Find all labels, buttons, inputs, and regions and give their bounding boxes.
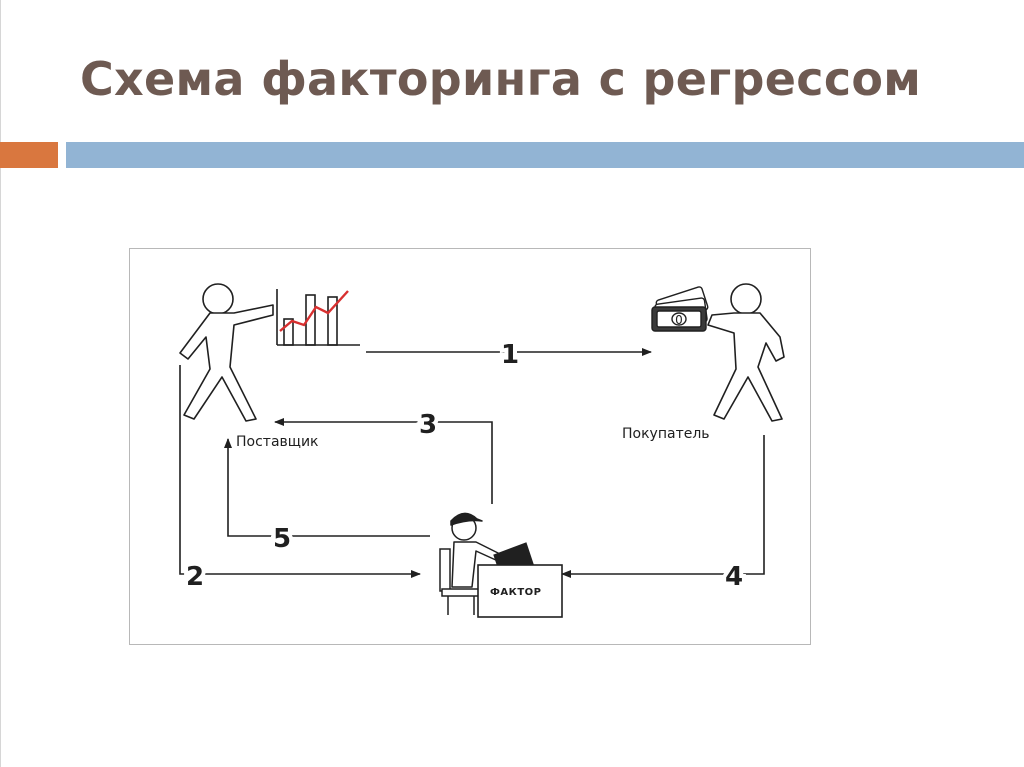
buyer-label: Покупатель [622, 426, 710, 442]
desk-icon: ФАКТОР [477, 564, 563, 618]
factor-label: ФАКТОР [490, 587, 541, 598]
banknote-symbol: 0 [675, 313, 683, 327]
cash-stack-icon: 0 [651, 286, 709, 332]
supplier-figure-icon [179, 283, 274, 422]
factor-person-icon [450, 512, 503, 588]
arrow-3 [274, 418, 493, 504]
slide-title: Схема факторинга с регрессом [80, 52, 922, 106]
supplier-label: Поставщик [236, 434, 319, 450]
step-5-label: 5 [273, 524, 291, 554]
diagram-canvas: 0 Поставщик Покупатель 1 2 3 4 5 [179, 283, 785, 618]
step-2-label: 2 [186, 562, 204, 592]
title-accent-bar [0, 142, 58, 168]
arrow-4 [561, 435, 765, 578]
arrow-2 [179, 365, 421, 578]
computer-icon [493, 542, 535, 568]
step-3-label: 3 [419, 410, 437, 440]
arrow-5 [224, 438, 430, 537]
step-4-label: 4 [725, 562, 743, 592]
factoring-diagram: 0 Поставщик Покупатель 1 2 3 4 5 [129, 248, 811, 645]
buyer-figure-icon [707, 283, 785, 422]
title-divider-bar [66, 142, 1024, 168]
left-margin-line [0, 0, 1, 767]
growth-chart-icon [276, 289, 360, 346]
step-1-label: 1 [501, 340, 519, 370]
